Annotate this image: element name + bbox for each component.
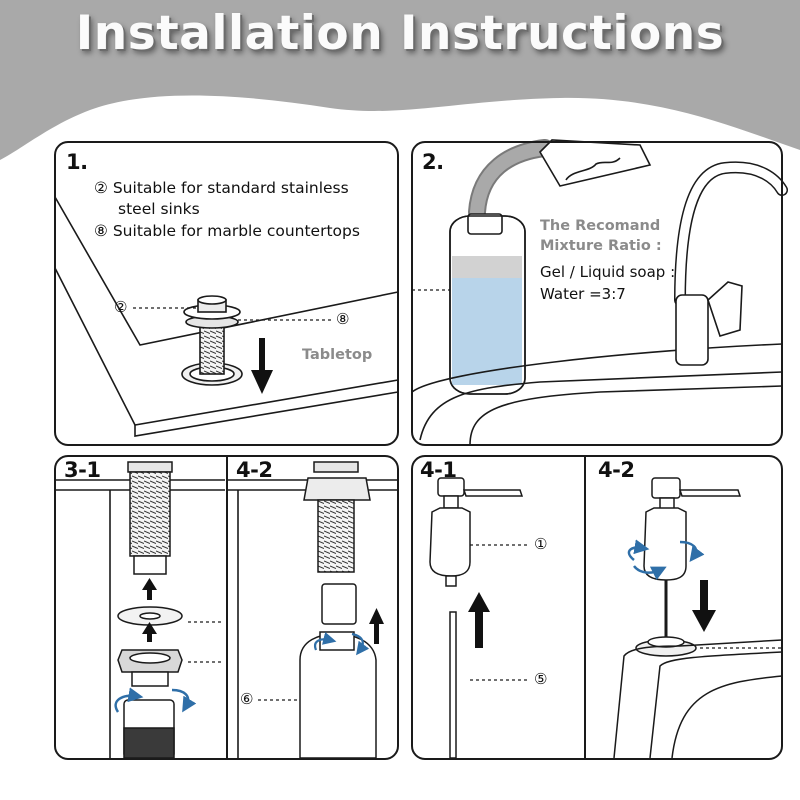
callout-5: ⑤ bbox=[534, 670, 548, 688]
ratio-title-line2: Mixture Ratio : bbox=[540, 238, 662, 254]
ratio-title-line1: The Recomand bbox=[540, 218, 661, 234]
panel4-left-drawing bbox=[429, 477, 524, 759]
panel1-drawing bbox=[54, 196, 399, 437]
callout-2: ② bbox=[114, 298, 128, 316]
note-b-number: ⑧ bbox=[94, 222, 108, 240]
step-1-label: 1. bbox=[66, 150, 88, 174]
panel3-callout-lines bbox=[188, 621, 300, 701]
panel-step-3 bbox=[54, 455, 399, 760]
panel3-left-drawing bbox=[117, 461, 183, 759]
ratio-gel-line: Gel / Liquid soap : bbox=[540, 263, 676, 281]
tabletop-label: Tabletop bbox=[302, 347, 373, 363]
note-b-text: Suitable for marble countertops bbox=[112, 222, 360, 240]
callout-1: ① bbox=[534, 535, 548, 553]
ratio-water-line: Water =3:7 bbox=[540, 285, 626, 303]
note-a-number: ② bbox=[94, 179, 108, 197]
panel1-callout-lines bbox=[133, 307, 334, 321]
note-stainless-sinks: ② Suitable for standard stainless steel … bbox=[94, 178, 394, 220]
panel3-left-arrows bbox=[114, 578, 197, 713]
page-title: Installation Instructions bbox=[75, 6, 725, 61]
step-4-1-label: 4-1 bbox=[420, 458, 457, 482]
panel-step-1 bbox=[54, 141, 399, 446]
panel3-right-arrows bbox=[314, 608, 384, 656]
panel4-right-arrows bbox=[627, 539, 716, 632]
note-marble-countertops: ⑧ Suitable for marble countertops bbox=[94, 221, 394, 242]
panel-step-2 bbox=[411, 141, 783, 446]
step-4-2-label-left: 4-2 bbox=[236, 458, 273, 482]
panel4-left-arrow bbox=[468, 592, 490, 648]
panel2-drawing bbox=[411, 139, 788, 446]
panel3-right-drawing bbox=[299, 461, 377, 759]
header-banner bbox=[0, 0, 800, 160]
step-4-2-label-right: 4-2 bbox=[598, 458, 635, 482]
panel-step-4 bbox=[411, 455, 783, 760]
panel4-right-drawing bbox=[613, 477, 783, 759]
panel1-down-arrow bbox=[251, 338, 273, 394]
callout-8: ⑧ bbox=[336, 310, 350, 328]
note-a-line2: steel sinks bbox=[118, 200, 200, 218]
step-3-1-label: 3-1 bbox=[64, 458, 101, 482]
panel4-callout-lines bbox=[470, 544, 782, 681]
step-2-label: 2. bbox=[422, 150, 444, 174]
note-a-line1: Suitable for standard stainless bbox=[112, 179, 349, 197]
callout-6: ⑥ bbox=[240, 690, 254, 708]
